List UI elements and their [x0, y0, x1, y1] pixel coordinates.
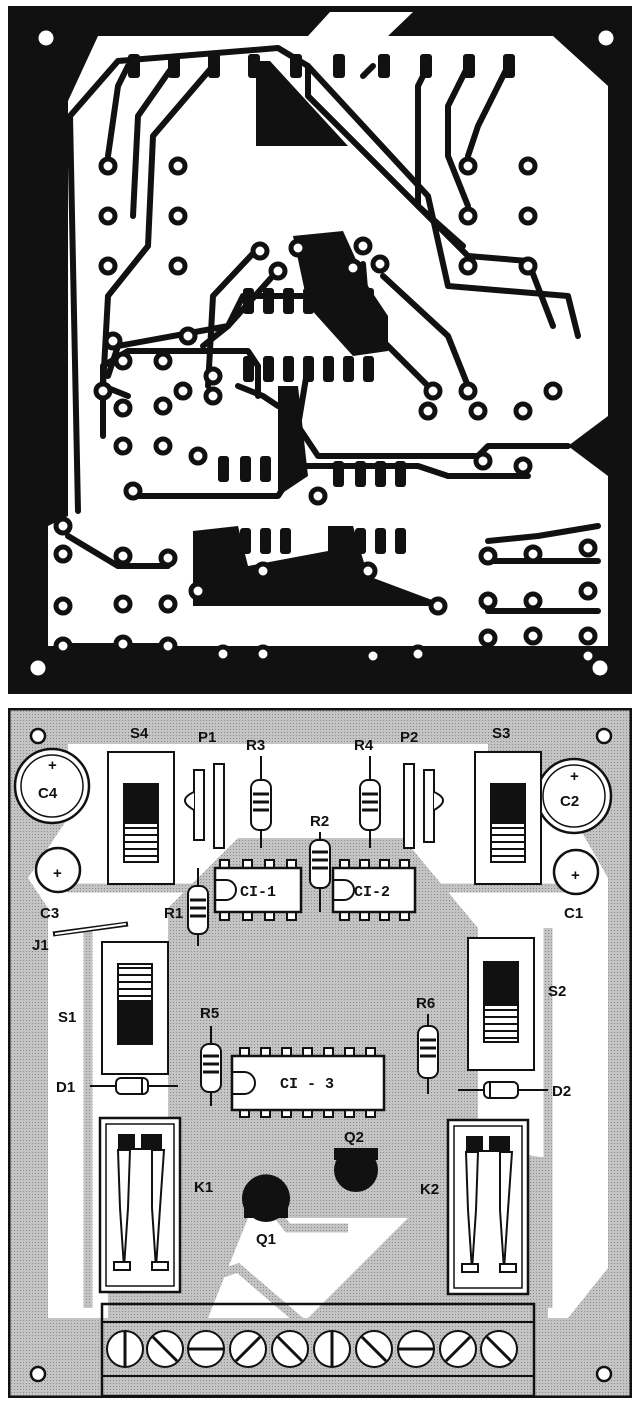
- switch-s4: S4: [107, 725, 175, 885]
- resistor-r2: R2: [309, 813, 331, 912]
- copper-pours: [193, 61, 448, 606]
- copper-layout-svg: [8, 6, 632, 694]
- mounting-holes: [27, 27, 617, 679]
- terminal-strip: [100, 1302, 536, 1398]
- resistor-r3: R3: [246, 737, 272, 848]
- ic-pad-rows: [128, 54, 515, 554]
- capacitor-polarity-mark: +: [570, 768, 579, 785]
- resistor-r5: R5: [200, 1005, 222, 1106]
- switch-s1-label: S1: [58, 1009, 76, 1026]
- diode-d2: D2: [458, 1081, 571, 1100]
- diode-d1: D1: [56, 1077, 178, 1096]
- component-layout-svg: + C4 + C3 J1 + C2 + C1 S4 S3: [8, 708, 632, 1398]
- switch-s1: S1: [58, 941, 169, 1075]
- diode-d2-label: D2: [552, 1083, 571, 1100]
- transistor-q2-label: Q2: [344, 1129, 364, 1146]
- switch-s3-label: S3: [492, 725, 510, 742]
- diode-d1-label: D1: [56, 1079, 75, 1096]
- relay-k1-label: K1: [194, 1179, 213, 1196]
- jumper-j1: J1: [32, 921, 129, 954]
- capacitor-polarity-mark: +: [48, 757, 57, 774]
- relay-k2-label: K2: [420, 1181, 439, 1198]
- capacitor-c3-label: C3: [40, 905, 59, 922]
- switch-s2-label: S2: [548, 983, 566, 1000]
- capacitor-c2-label: C2: [560, 793, 579, 810]
- capacitor-c2: + C2: [535, 757, 613, 835]
- capacitor-c1-label: C1: [564, 905, 583, 922]
- relay-k2: K2: [420, 1118, 530, 1296]
- resistor-r4: R4: [354, 737, 381, 848]
- ic-ci-1-label: CI-1: [240, 884, 276, 901]
- transistor-q1: Q1: [242, 1174, 290, 1248]
- resistor-r1: R1: [164, 868, 209, 946]
- mounting-holes: [29, 727, 613, 1383]
- resistor-r3-label: R3: [246, 737, 265, 754]
- relay-k1: K1: [98, 1116, 213, 1294]
- ic-ci-3-label: CI - 3: [280, 1076, 334, 1093]
- trimpot-p1-label: P1: [198, 729, 216, 746]
- resistor-r2-label: R2: [310, 813, 329, 830]
- switch-s4-label: S4: [130, 725, 149, 742]
- capacitor-polarity-mark: +: [571, 867, 580, 884]
- capacitor-c4: + C4: [13, 747, 91, 825]
- resistor-r4-label: R4: [354, 737, 374, 754]
- switch-s3: S3: [474, 725, 542, 885]
- resistor-r6-label: R6: [416, 995, 435, 1012]
- transistor-q1-label: Q1: [256, 1231, 276, 1248]
- capacitor-c4-label: C4: [38, 785, 58, 802]
- resistor-r5-label: R5: [200, 1005, 219, 1022]
- ic-ci-2-label: CI-2: [354, 884, 390, 901]
- transistor-q2: Q2: [334, 1129, 378, 1192]
- switch-s2: S2: [467, 937, 566, 1071]
- trimpot-p2: P2: [400, 729, 444, 849]
- jumper-j1-label: J1: [32, 937, 49, 954]
- ic-ci-3: CI - 3: [230, 1047, 386, 1118]
- trimpot-p2-label: P2: [400, 729, 418, 746]
- screw-slots: [123, 1332, 513, 1366]
- resistor-r6: R6: [416, 995, 439, 1094]
- resistor-r1-label: R1: [164, 905, 183, 922]
- capacitor-c3: + C3: [34, 846, 82, 922]
- trimpot-p1: P1: [184, 729, 225, 849]
- component-layout-panel: + C4 + C3 J1 + C2 + C1 S4 S3: [8, 708, 632, 1398]
- copper-layout-panel: [8, 6, 632, 694]
- ic-ci-2: CI-2: [331, 859, 417, 921]
- solder-pads: [53, 156, 598, 666]
- ic-ci-1: CI-1: [213, 859, 303, 921]
- capacitor-c1: + C1: [552, 848, 600, 922]
- capacitor-polarity-mark: +: [53, 865, 62, 882]
